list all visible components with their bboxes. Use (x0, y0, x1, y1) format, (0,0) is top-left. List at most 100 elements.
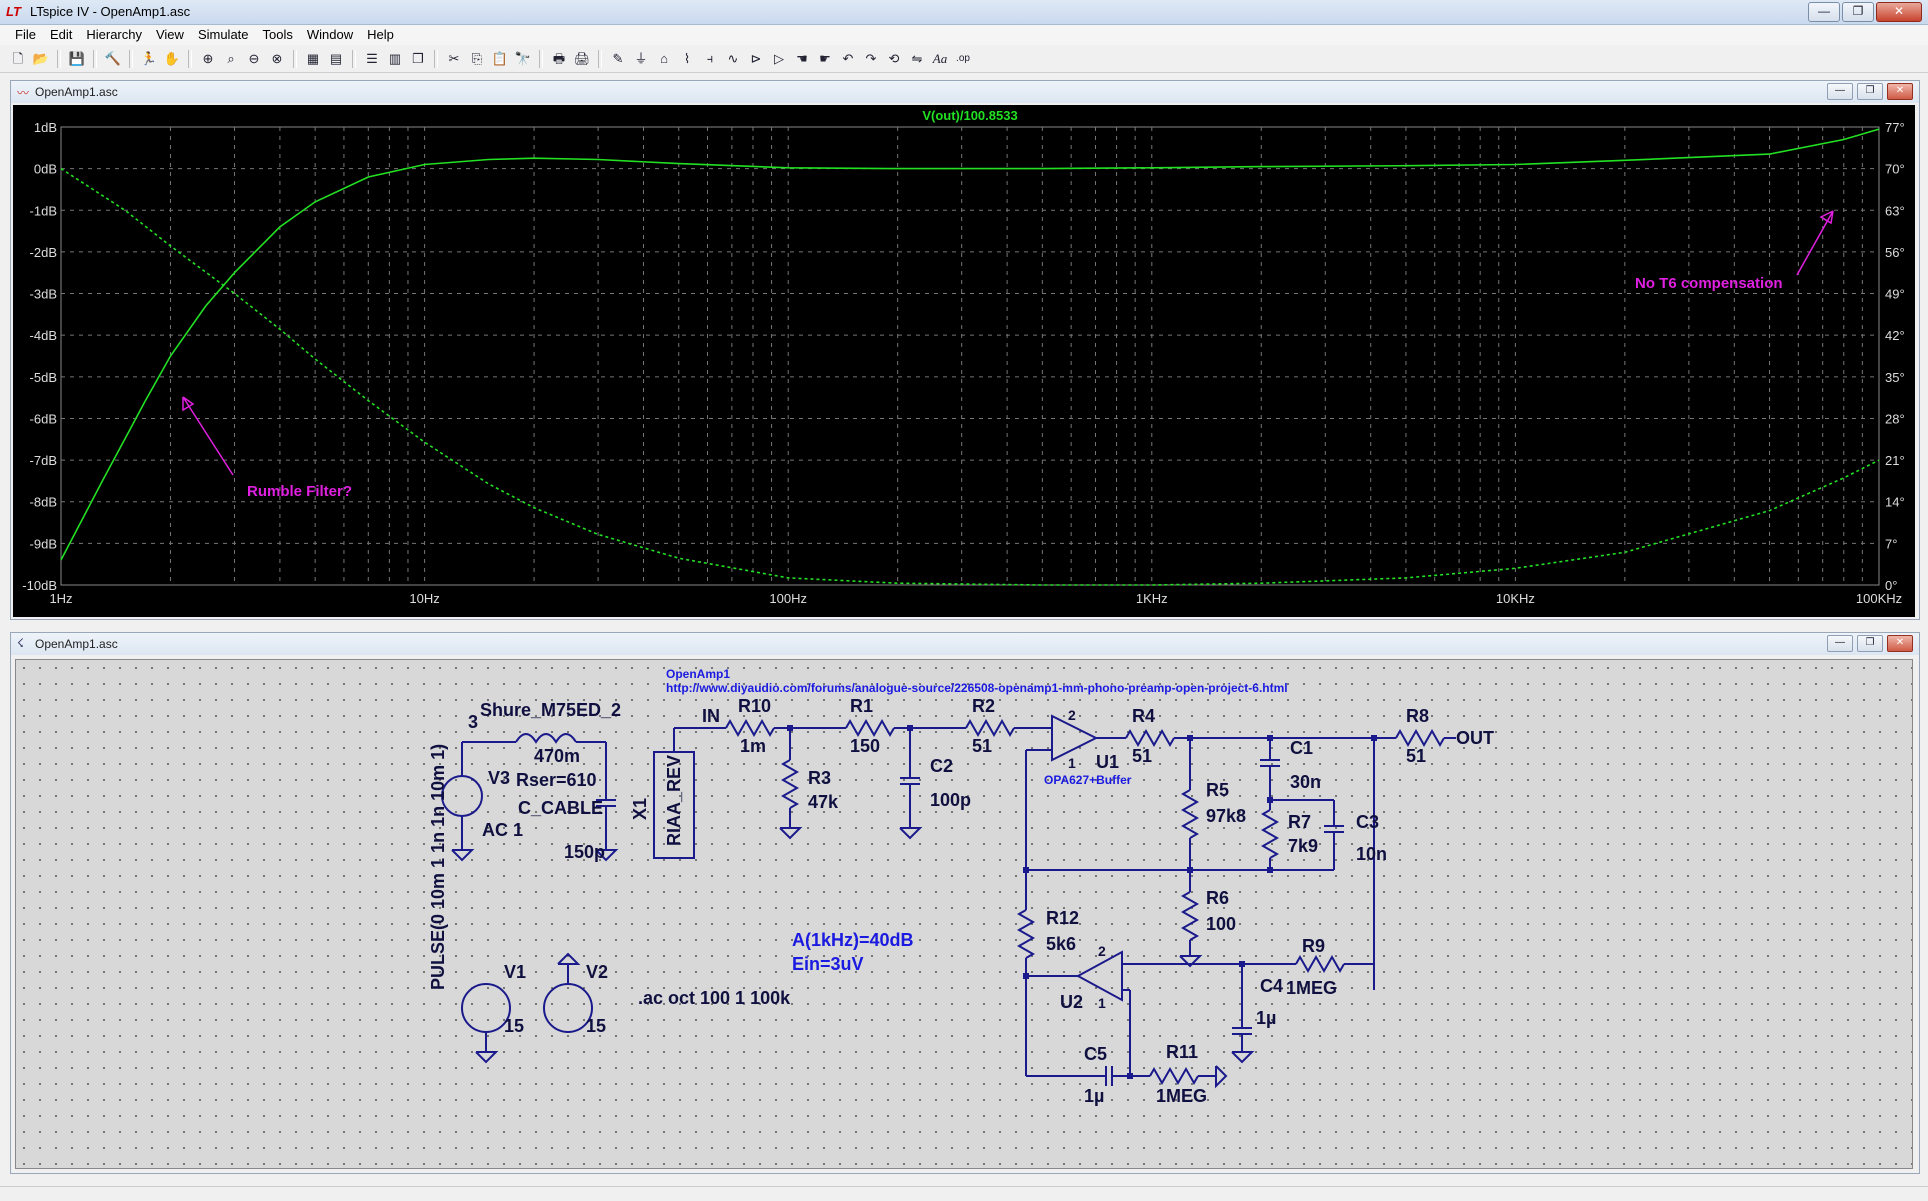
c1-label: C1 (1290, 738, 1313, 758)
phase-trace (60, 167, 1880, 586)
v2-symbol[interactable] (543, 983, 593, 1033)
bode-plot[interactable]: 1dB0dB-1dB-2dB-3dB-4dB-5dB-6dB-7dB-8dB-9… (13, 105, 1915, 617)
y-right-tick-label: 56° (1885, 245, 1905, 260)
new-schematic-icon[interactable]: 🗋 (12, 51, 24, 66)
move-hand-icon[interactable]: ☚ (796, 51, 808, 66)
menu-window[interactable]: Window (306, 27, 354, 42)
print-icon[interactable]: 🖨 (573, 51, 591, 66)
gain-note[interactable]: A(1kHz)=40dB (792, 930, 914, 950)
undo-icon[interactable]: ↶ (842, 51, 854, 66)
r10-symbol[interactable] (725, 718, 775, 738)
schematic-canvas[interactable]: Shure_M75ED_2 470m Rser=610 3 V3 AC 1 PU… (15, 659, 1913, 1169)
print-setup-icon[interactable]: 🖶 (552, 51, 566, 66)
zoom-out-icon[interactable]: ⊖ (248, 51, 260, 66)
zoom-in-icon[interactable]: ⊕ (202, 51, 214, 66)
mark-unref-icon[interactable]: ▤ (329, 51, 343, 66)
close-button[interactable]: ✕ (1876, 2, 1922, 22)
spice-directive-icon[interactable]: .op (956, 53, 970, 64)
r9-symbol[interactable] (1295, 954, 1345, 974)
schematic-maximize-button[interactable]: ❐ (1857, 635, 1883, 652)
c5-value: 1µ (1084, 1086, 1104, 1106)
y-left-tick-label: -5dB (30, 370, 57, 385)
run-icon[interactable]: 🏃 (140, 51, 158, 66)
mirror-icon[interactable]: ⇋ (911, 51, 923, 66)
menu-simulate[interactable]: Simulate (197, 27, 249, 42)
open-folder-icon[interactable]: 📂 (32, 51, 50, 66)
r6-value: 100 (1206, 914, 1236, 934)
find-icon[interactable]: 🔭 (514, 51, 532, 66)
title-bar: LT LTspice IV - OpenAmp1.asc — ❐ ✕ (0, 0, 1928, 25)
r1-symbol[interactable] (845, 718, 895, 738)
rotate-icon[interactable]: ⟲ (888, 51, 900, 66)
ac-directive[interactable]: .ac oct 100 1 100k (638, 988, 791, 1008)
y-right-tick-label: 70° (1885, 162, 1905, 177)
r11-symbol[interactable] (1149, 1066, 1199, 1086)
r12-symbol[interactable] (1016, 909, 1036, 959)
directive-url[interactable]: http://www.diyaudio.com/forums/analogue-… (666, 681, 1288, 695)
copy-icon[interactable]: ⎘ (471, 51, 483, 66)
plot-close-button[interactable]: ✕ (1887, 83, 1913, 100)
hammer-icon[interactable]: 🔨 (104, 51, 122, 66)
annotation-rumble-arrow (182, 396, 234, 476)
drag-hand-icon[interactable]: ☛ (819, 51, 831, 66)
plot-minimize-button[interactable]: — (1827, 83, 1853, 100)
net-out-label: OUT (1456, 728, 1494, 748)
tile-vertical-icon[interactable]: ▥ (388, 51, 402, 66)
capacitor-icon[interactable]: ⫞ (706, 51, 714, 66)
schematic-drawing[interactable]: Shure_M75ED_2 470m Rser=610 3 V3 AC 1 PU… (16, 660, 1912, 1168)
ground-icon[interactable]: ⏚ (634, 51, 648, 66)
schematic-minimize-button[interactable]: — (1827, 635, 1853, 652)
directive-title[interactable]: OpenAmp1 (666, 667, 730, 681)
cascade-icon[interactable]: ❐ (412, 51, 424, 66)
zoom-cancel-icon[interactable]: ⊗ (271, 51, 283, 66)
menu-help[interactable]: Help (367, 27, 394, 42)
plot-maximize-button[interactable]: ❐ (1857, 83, 1883, 100)
diode-icon[interactable]: ⊳ (750, 51, 762, 66)
resistor-icon[interactable]: ⌇ (683, 51, 691, 66)
x-tick-label: 100Hz (769, 591, 807, 606)
menu-hierarchy[interactable]: Hierarchy (86, 27, 142, 42)
v3-symbol[interactable] (441, 775, 483, 817)
label-net-icon[interactable]: ⌂ (660, 51, 668, 66)
r6-symbol[interactable] (1180, 891, 1200, 941)
menu-edit[interactable]: Edit (49, 27, 73, 42)
tile-horizontal-icon[interactable]: ☰ (366, 51, 378, 66)
menu-file[interactable]: File (15, 27, 36, 42)
r7-symbol[interactable] (1260, 809, 1280, 859)
r8-symbol[interactable] (1395, 728, 1445, 748)
y-right-tick-label: 35° (1885, 370, 1905, 385)
u1-opamp[interactable] (1051, 714, 1099, 762)
r3-symbol[interactable] (780, 759, 800, 809)
zoom-pan-icon[interactable]: ⌕ (227, 51, 235, 66)
inductor-icon[interactable]: ∿ (727, 51, 739, 66)
r6-label: R6 (1206, 888, 1229, 908)
status-bar (0, 1186, 1928, 1201)
v1-symbol[interactable] (461, 983, 511, 1033)
autorange-icon[interactable]: ▦ (306, 51, 320, 66)
r2-symbol[interactable] (965, 718, 1015, 738)
cut-icon[interactable]: ✂ (448, 51, 460, 66)
c2-label: C2 (930, 756, 953, 776)
r5-symbol[interactable] (1180, 789, 1200, 839)
u2-opamp[interactable] (1075, 950, 1123, 1002)
r4-value: 51 (1132, 746, 1152, 766)
paste-icon[interactable]: 📋 (491, 51, 509, 66)
maximize-button[interactable]: ❐ (1842, 2, 1874, 22)
u2-pin-2: 2 (1098, 943, 1106, 959)
minimize-button[interactable]: — (1808, 2, 1840, 22)
r4-symbol[interactable] (1125, 728, 1175, 748)
halt-hand-icon[interactable]: ✋ (163, 51, 181, 66)
component-icon[interactable]: ▷ (774, 51, 784, 66)
inductor-symbol[interactable] (515, 733, 577, 744)
noise-note[interactable]: Ein=3uV (792, 954, 864, 974)
schematic-close-button[interactable]: ✕ (1887, 635, 1913, 652)
magnitude-trace (60, 128, 1880, 561)
wire-pencil-icon[interactable]: ✎ (612, 51, 624, 66)
menu-view[interactable]: View (155, 27, 184, 42)
redo-icon[interactable]: ↷ (865, 51, 877, 66)
save-icon[interactable]: 💾 (68, 51, 86, 66)
y-left-tick-label: -10dB (22, 578, 57, 593)
menu-tools[interactable]: Tools (262, 27, 293, 42)
text-icon[interactable]: Aa (932, 51, 948, 66)
